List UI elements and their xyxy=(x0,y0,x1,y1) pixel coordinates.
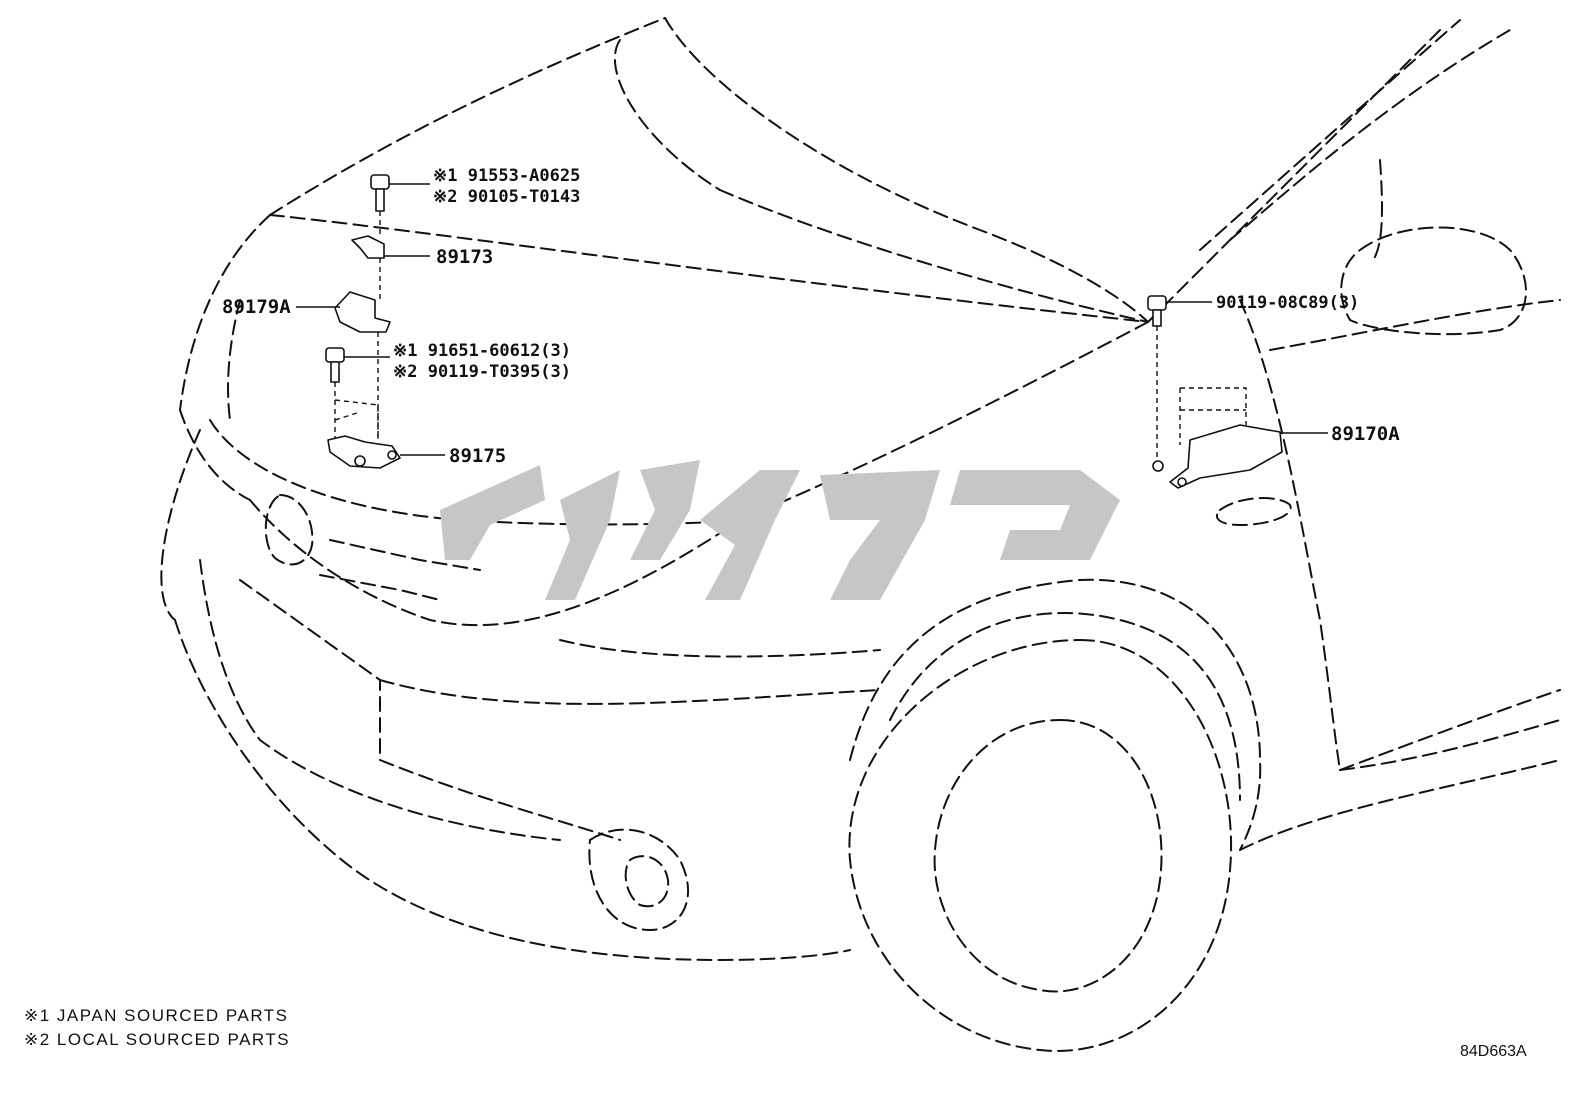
left-parts-group xyxy=(325,174,401,469)
car-outline xyxy=(160,17,1561,1052)
label-89173: 89173 xyxy=(436,246,493,268)
bracket-89173 xyxy=(351,235,385,259)
watermark-shape xyxy=(820,470,940,600)
part-labels: ※1 91553-A0625 ※2 90105-T0143 89173 8917… xyxy=(222,166,1400,467)
legend-notes: ※1 JAPAN SOURCED PARTS ※2 LOCAL SOURCED … xyxy=(24,1006,290,1049)
label-89179a: 89179A xyxy=(222,296,291,318)
label-bolt-mid-1: ※1 91651-60612(3) xyxy=(393,341,571,361)
watermark-shape xyxy=(950,470,1120,560)
legend-note-2: ※2 LOCAL SOURCED PARTS xyxy=(24,1030,290,1049)
label-bolt-top-2: ※2 90105-T0143 xyxy=(433,187,580,207)
watermark-shape xyxy=(700,470,800,600)
watermark-shape xyxy=(630,460,700,560)
bolt-top xyxy=(370,174,390,212)
bracket-89179a xyxy=(334,291,391,333)
bolt-mid xyxy=(325,347,345,383)
watermark-shape xyxy=(545,470,620,600)
leader-lines xyxy=(296,183,1328,456)
watermark-shape xyxy=(440,465,545,560)
label-89170a: 89170A xyxy=(1331,423,1400,445)
figure-code: 84D663A xyxy=(1460,1043,1527,1060)
legend-note-1: ※1 JAPAN SOURCED PARTS xyxy=(24,1006,289,1025)
sensor-89175 xyxy=(327,435,401,469)
label-bolt-right: 90119-08C89(3) xyxy=(1216,293,1359,313)
label-bolt-mid-2: ※2 90119-T0395(3) xyxy=(393,362,571,382)
label-bolt-top-1: ※1 91553-A0625 xyxy=(433,166,580,186)
label-89175: 89175 xyxy=(449,445,506,467)
watermark-logo xyxy=(440,460,1120,600)
bolt-right xyxy=(1147,295,1167,327)
sensor-89170a xyxy=(1169,424,1283,489)
right-parts-group xyxy=(1147,295,1283,489)
